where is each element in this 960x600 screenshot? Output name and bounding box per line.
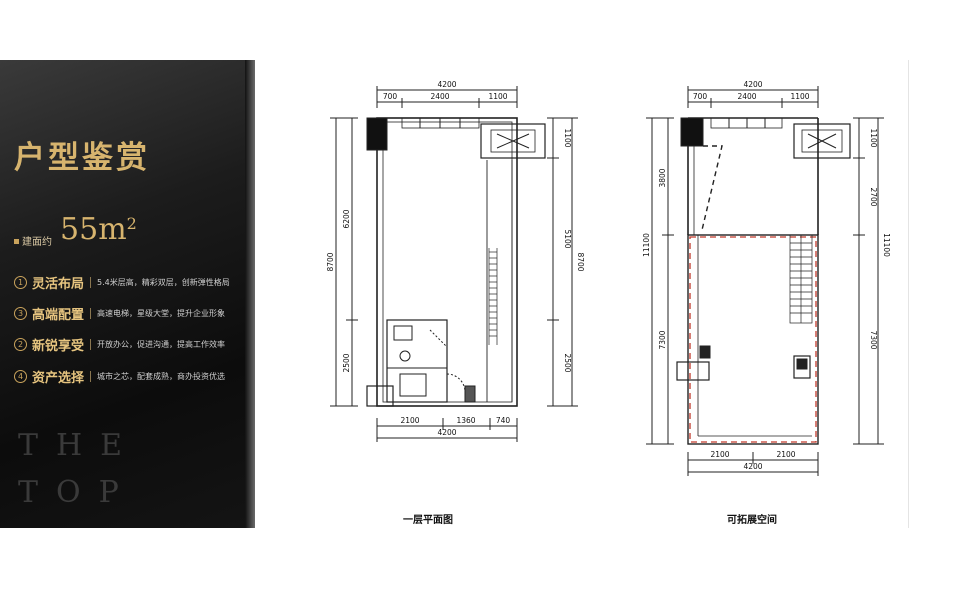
plan-1-labels: 4200 700 2400 1100 2100 1360 740 4200 87… — [326, 80, 585, 437]
dim-label: 1100 — [488, 92, 507, 101]
door-swing — [446, 373, 466, 393]
dim-label: 1100 — [563, 128, 572, 147]
dim-label: 6200 — [342, 209, 351, 228]
dim-label: 11100 — [882, 233, 891, 257]
ac-unit — [480, 123, 546, 159]
expansion-boundary — [689, 236, 817, 443]
ac-cross — [807, 133, 837, 149]
feature-divider — [90, 370, 92, 382]
column — [699, 345, 711, 359]
dim-label: 3800 — [658, 168, 667, 187]
panel-edge — [245, 60, 255, 528]
sink — [393, 325, 413, 341]
dim-label: 7300 — [869, 330, 878, 349]
feature-number: 3 — [14, 306, 27, 320]
dim-label: 1100 — [869, 128, 878, 147]
dim-label: 2100 — [400, 416, 419, 425]
plan-1 — [330, 86, 578, 442]
ac-outdoor — [366, 385, 394, 407]
plan-2 — [646, 86, 884, 476]
feature-divider — [90, 338, 92, 350]
dim-label: 4200 — [437, 428, 456, 437]
dim-label: 4200 — [743, 80, 762, 89]
area-value-group: 55m2 — [60, 212, 137, 247]
column — [680, 117, 704, 147]
feature-desc: 高速电梯，星级大堂，提升企业形象 — [97, 308, 226, 318]
door — [464, 385, 476, 403]
feature-title: 高端配置 — [32, 307, 85, 323]
dim-label: 700 — [383, 92, 398, 101]
plan-2-labels: 4200 700 2400 1100 2100 2100 4200 11100 … — [642, 80, 891, 471]
area-unit: m — [98, 212, 127, 247]
ac-unit — [793, 123, 851, 159]
dim-label: 2500 — [563, 353, 572, 372]
dim-label: 4200 — [743, 462, 762, 471]
feature-number: 2 — [14, 337, 27, 351]
column — [793, 355, 811, 379]
feature-item: 4 资产选择 城市之芯，配套成熟，商办投资优选 — [14, 367, 226, 386]
expandable-area — [687, 234, 819, 445]
feature-divider — [90, 276, 92, 288]
dashed-staircase-outline — [701, 145, 723, 231]
feature-item: 2 新锐享受 开放办公，促进沟通，提高工作效率 — [14, 335, 226, 354]
dim-label: 2100 — [776, 450, 795, 459]
dim-label: 4200 — [437, 80, 456, 89]
ac-cross — [496, 133, 530, 149]
column-fill — [796, 358, 808, 370]
dim-label: 5100 — [563, 229, 572, 248]
plan-1-caption: 一层平面图 — [403, 515, 453, 526]
dim-label: 7300 — [658, 330, 667, 349]
feature-title: 灵活布局 — [32, 276, 85, 292]
door-swing — [429, 329, 447, 347]
feature-title: 资产选择 — [32, 370, 85, 386]
dim-label: 2400 — [430, 92, 449, 101]
feature-item: 3 高端配置 高速电梯，星级大堂，提升企业形象 — [14, 304, 226, 323]
area-label: 建面约 — [22, 237, 52, 248]
dim-label: 2100 — [710, 450, 729, 459]
dim-label: 700 — [693, 92, 708, 101]
watermark-the: THE — [18, 428, 141, 463]
feature-desc: 城市之芯，配套成熟，商办投资优选 — [97, 371, 226, 381]
dim-label: 8700 — [326, 252, 335, 271]
ac-unit-inner — [801, 129, 843, 153]
dim-label: 2700 — [869, 187, 878, 206]
feature-divider — [90, 307, 92, 319]
dim-label: 2400 — [737, 92, 756, 101]
ac-unit-inner — [490, 129, 536, 153]
feature-title: 新锐享受 — [32, 338, 85, 354]
plan-2-caption: 可拓展空间 — [727, 515, 777, 526]
feature-desc: 开放办公，促进沟通，提高工作效率 — [97, 339, 226, 349]
area-bullet — [14, 239, 19, 244]
toilet — [399, 350, 411, 362]
area-unit-superscript: 2 — [126, 214, 137, 233]
column — [366, 117, 388, 151]
ac-outdoor — [676, 361, 710, 381]
feature-number: 1 — [14, 275, 27, 289]
watermark-top: TOP — [18, 475, 137, 510]
dim-label: 2500 — [342, 353, 351, 372]
dim-label: 1100 — [790, 92, 809, 101]
dim-label: 740 — [496, 416, 511, 425]
dim-label: 1360 — [456, 416, 475, 425]
feature-item: 1 灵活布局 5.4米层高，精彩双层，创新弹性格局 — [14, 273, 230, 292]
feature-number: 4 — [14, 369, 27, 383]
page-title: 户型鉴赏 — [14, 140, 150, 176]
dim-label: 8700 — [576, 252, 585, 271]
right-border-line — [908, 60, 909, 528]
feature-desc: 5.4米层高，精彩双层，创新弹性格局 — [97, 277, 230, 287]
dim-label: 11100 — [642, 233, 651, 257]
intro-panel: 户型鉴赏 建面约 55m2 1 灵活布局 5.4米层高，精彩双层，创新弹性格局 … — [0, 60, 255, 528]
bathroom — [386, 319, 448, 403]
shower — [399, 373, 427, 397]
area-number: 55 — [60, 212, 99, 247]
stairs — [488, 248, 498, 345]
stairs — [789, 234, 813, 324]
